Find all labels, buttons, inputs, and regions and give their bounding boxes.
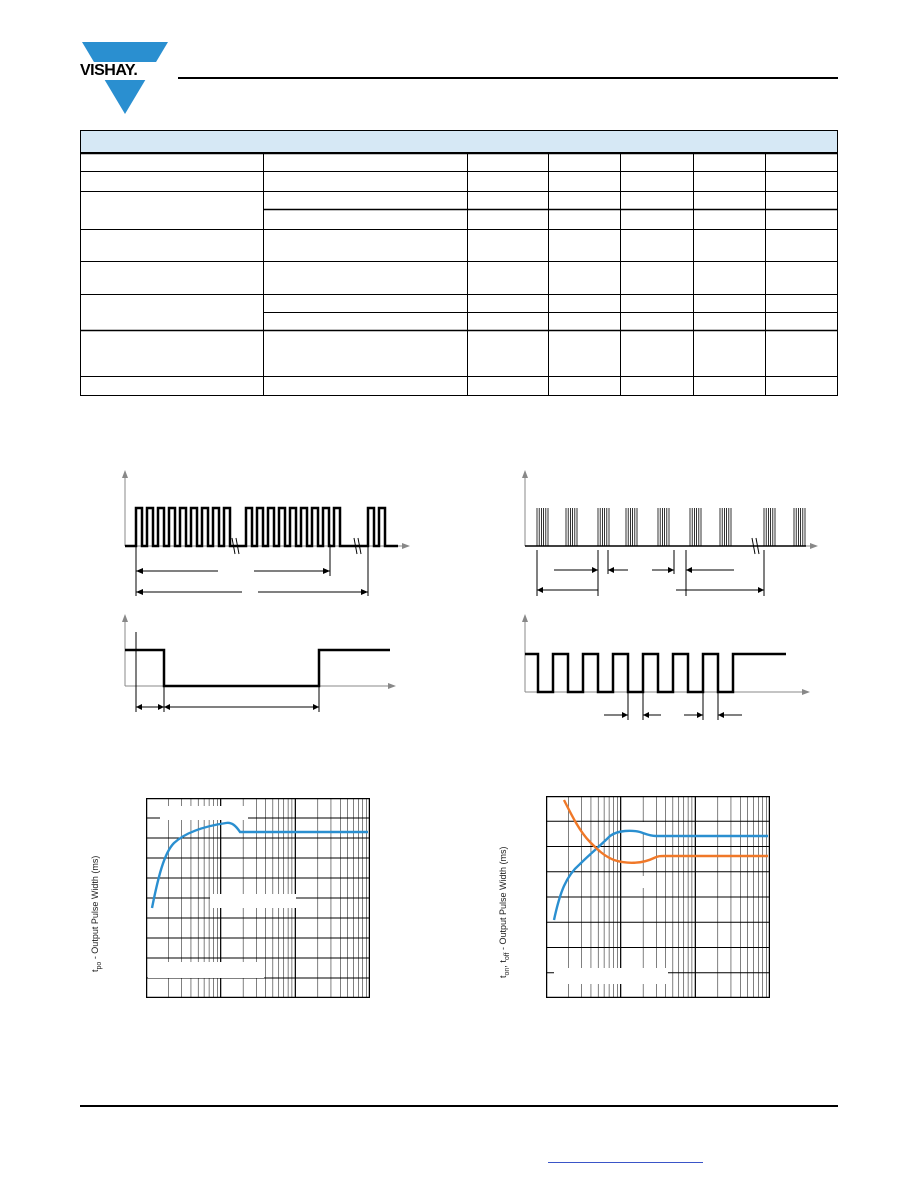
timing-diagram-modulated-bursts: [516, 468, 826, 600]
legend-off-box: [622, 876, 652, 888]
table-column-lines: [263, 153, 766, 396]
output-pulse-waveform: [525, 652, 786, 694]
vishay-logo: [78, 40, 174, 116]
annotation-box: [210, 894, 296, 908]
legend-box: [160, 806, 248, 820]
footer-link-underline[interactable]: [548, 1162, 703, 1163]
specifications-table: [80, 130, 838, 396]
right-chart-ylabel: ton, toff - Output Pulse Width (ms): [498, 846, 511, 978]
output-waveform: [125, 648, 390, 688]
left-chart-ylabel: tpo - Output Pulse Width (ms): [90, 855, 103, 972]
timing-diagram-input-bursts: [118, 468, 418, 600]
chart-output-pulse-width: [145, 797, 371, 999]
table-row-lines: [80, 152, 838, 377]
chart-on-off-pulse-width: [545, 795, 771, 999]
timing-diagram-output-level: [118, 612, 408, 716]
footer-rule: [80, 1105, 838, 1107]
timing-diagram-output-pulses: [516, 612, 816, 724]
brand-name: VISHAY.: [80, 62, 138, 79]
table-header-band: [80, 130, 838, 153]
sparse-burst-waveform: [525, 508, 806, 547]
condition-box: [148, 962, 264, 978]
series-tpo: [150, 821, 368, 909]
condition-box-right: [554, 968, 668, 984]
series-ton: [552, 829, 768, 921]
header-rule: [178, 77, 838, 79]
series-toff: [562, 799, 768, 864]
burst-waveform: [125, 506, 398, 548]
